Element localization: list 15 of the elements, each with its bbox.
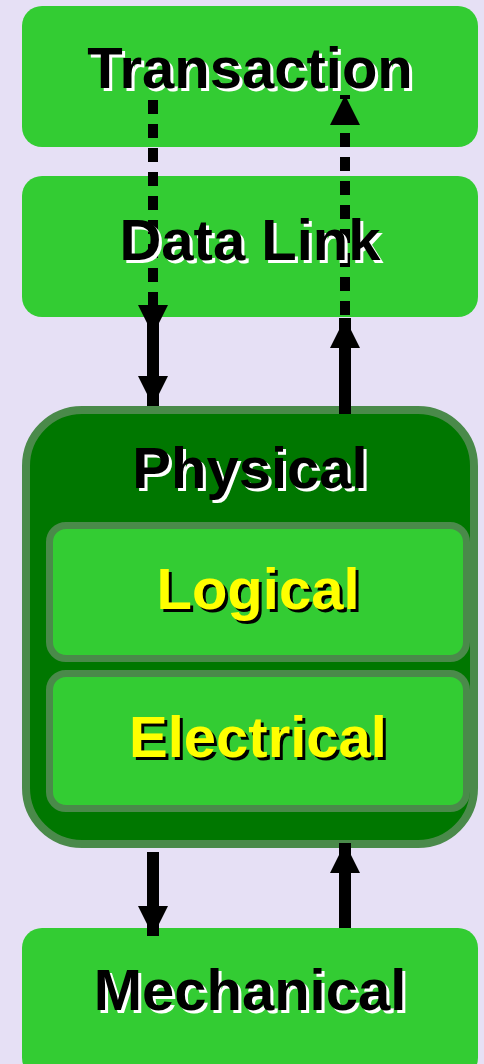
sublayer-box [46,522,470,662]
layer-box [22,6,478,147]
arrow [330,318,360,414]
arrow [138,852,168,936]
arrow [330,843,360,928]
layer-label: Transaction [87,36,413,100]
layer-label: Mechanical [93,958,407,1022]
layer-box [22,406,478,848]
layer-label: Logical [156,557,360,621]
layer-label: Electrical [129,705,387,769]
sublayer-box [46,670,470,812]
arrow [330,95,360,315]
layer-box [22,176,478,317]
layer-label: Physical [132,436,368,500]
layer-box [22,928,478,1064]
